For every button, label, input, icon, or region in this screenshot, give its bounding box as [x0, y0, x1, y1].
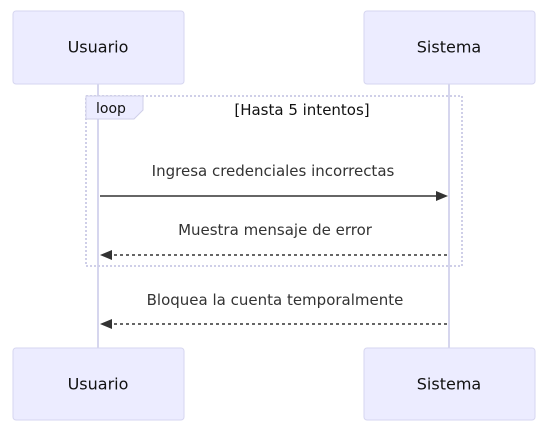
message-3: Bloquea la cuenta temporalmente — [100, 291, 447, 329]
actor-sistema-bottom: Sistema — [363, 347, 536, 421]
actor-sistema-top-label: Sistema — [417, 38, 481, 57]
loop-fragment: loop [Hasta 5 intentos] — [85, 95, 463, 267]
message-3-label: Bloquea la cuenta temporalmente — [147, 291, 404, 309]
arrowhead-right-icon — [436, 191, 448, 201]
message-2-label: Muestra mensaje de error — [178, 221, 373, 239]
actor-usuario-bottom-label: Usuario — [68, 375, 129, 394]
loop-frame — [85, 95, 463, 267]
actor-sistema-top: Sistema — [363, 10, 536, 85]
message-2: Muestra mensaje de error — [100, 221, 447, 260]
actor-usuario-top-label: Usuario — [68, 38, 129, 57]
arrowhead-left-icon — [100, 319, 112, 329]
actor-sistema-bottom-label: Sistema — [417, 375, 481, 394]
actor-usuario-top: Usuario — [12, 10, 185, 85]
arrowhead-left-icon — [100, 250, 112, 260]
loop-tab — [85, 95, 144, 120]
loop-keyword: loop — [96, 101, 126, 117]
message-1-label: Ingresa credenciales incorrectas — [152, 162, 395, 180]
actor-usuario-bottom: Usuario — [12, 347, 185, 421]
message-1: Ingresa credenciales incorrectas — [100, 162, 448, 201]
loop-condition: [Hasta 5 intentos] — [234, 101, 369, 119]
